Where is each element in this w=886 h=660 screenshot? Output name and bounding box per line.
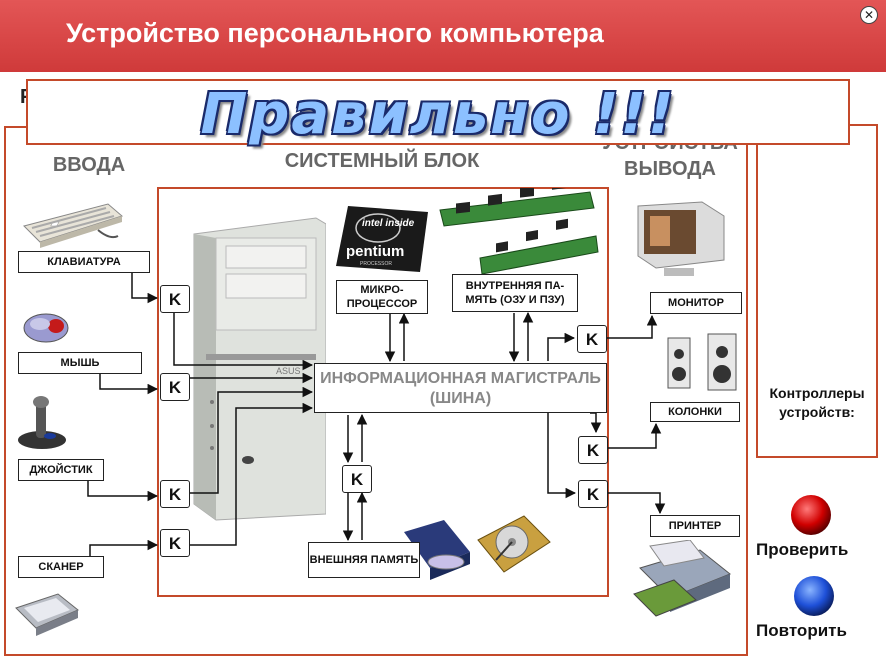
information-bus: ИНФОРМАЦИОННАЯ МАГИСТРАЛЬ (ШИНА) [314, 363, 607, 413]
controller-external-memory[interactable]: K [342, 465, 372, 493]
ram-label[interactable]: ВНУТРЕННЯЯ ПА-МЯТЬ (ОЗУ И ПЗУ) [452, 274, 578, 312]
repeat-button-label[interactable]: Повторить [756, 621, 847, 640]
printer-label[interactable]: ПРИНТЕР [650, 515, 740, 537]
controllers-panel[interactable]: Контроллеры устройств: [756, 124, 878, 458]
result-banner: Правильно !!! [26, 79, 850, 147]
cpu-label[interactable]: МИКРО-ПРОЦЕССОР [336, 280, 428, 314]
controller-keyboard[interactable]: K [160, 285, 190, 313]
heading-system-block: СИСТЕМНЫЙ БЛОК [284, 150, 480, 172]
controller-monitor[interactable]: K [577, 325, 607, 353]
title-bar: Устройство персонального компьютера ✕ [0, 0, 886, 72]
controller-scanner[interactable]: K [160, 529, 190, 557]
heading-output: ВЫВОДА [624, 158, 716, 180]
controller-speakers[interactable]: K [578, 436, 608, 464]
check-button-label[interactable]: Проверить [756, 540, 849, 559]
controller-joystick[interactable]: K [160, 480, 190, 508]
controllers-label: Контроллеры устройств: [769, 385, 865, 420]
controller-printer[interactable]: K [578, 480, 608, 508]
cpu-chip-image: intel inside pentium PROCESSOR [336, 206, 428, 272]
speakers-label[interactable]: КОЛОНКИ [650, 402, 740, 422]
storage-drives-image [404, 515, 551, 580]
system-unit-image: ASUS [193, 217, 326, 521]
window-title: Устройство персонального компьютера [66, 18, 604, 48]
cpu-chip-top-label: intel inside [362, 218, 415, 229]
heading-input: ВВОДА [52, 154, 126, 176]
mouse-image [23, 313, 69, 343]
external-memory-label[interactable]: ВНЕШНЯЯ ПАМЯТЬ [308, 542, 420, 578]
keyboard-label[interactable]: КЛАВИАТУРА [18, 251, 150, 273]
result-banner-text: Правильно !!! [200, 82, 676, 147]
monitor-image [637, 201, 725, 276]
speakers-image [667, 333, 737, 391]
mouse-label[interactable]: МЫШЬ [18, 352, 142, 374]
cpu-chip-brand-label: pentium [346, 243, 404, 260]
cpu-chip-sub-label: PROCESSOR [360, 261, 392, 267]
joystick-image [18, 396, 66, 449]
scanner-image [15, 593, 79, 636]
check-button[interactable] [791, 495, 831, 535]
ram-modules-image [439, 188, 599, 275]
monitor-label[interactable]: МОНИТОР [650, 292, 742, 314]
printer-image [633, 540, 731, 617]
close-icon[interactable]: ✕ [860, 6, 878, 24]
joystick-label[interactable]: ДЖОЙСТИК [18, 459, 104, 481]
repeat-button[interactable] [794, 576, 834, 616]
keyboard-image [23, 203, 124, 248]
controller-mouse[interactable]: K [160, 373, 190, 401]
case-brand-label: ASUS [276, 366, 301, 376]
scanner-label[interactable]: СКАНЕР [18, 556, 104, 578]
